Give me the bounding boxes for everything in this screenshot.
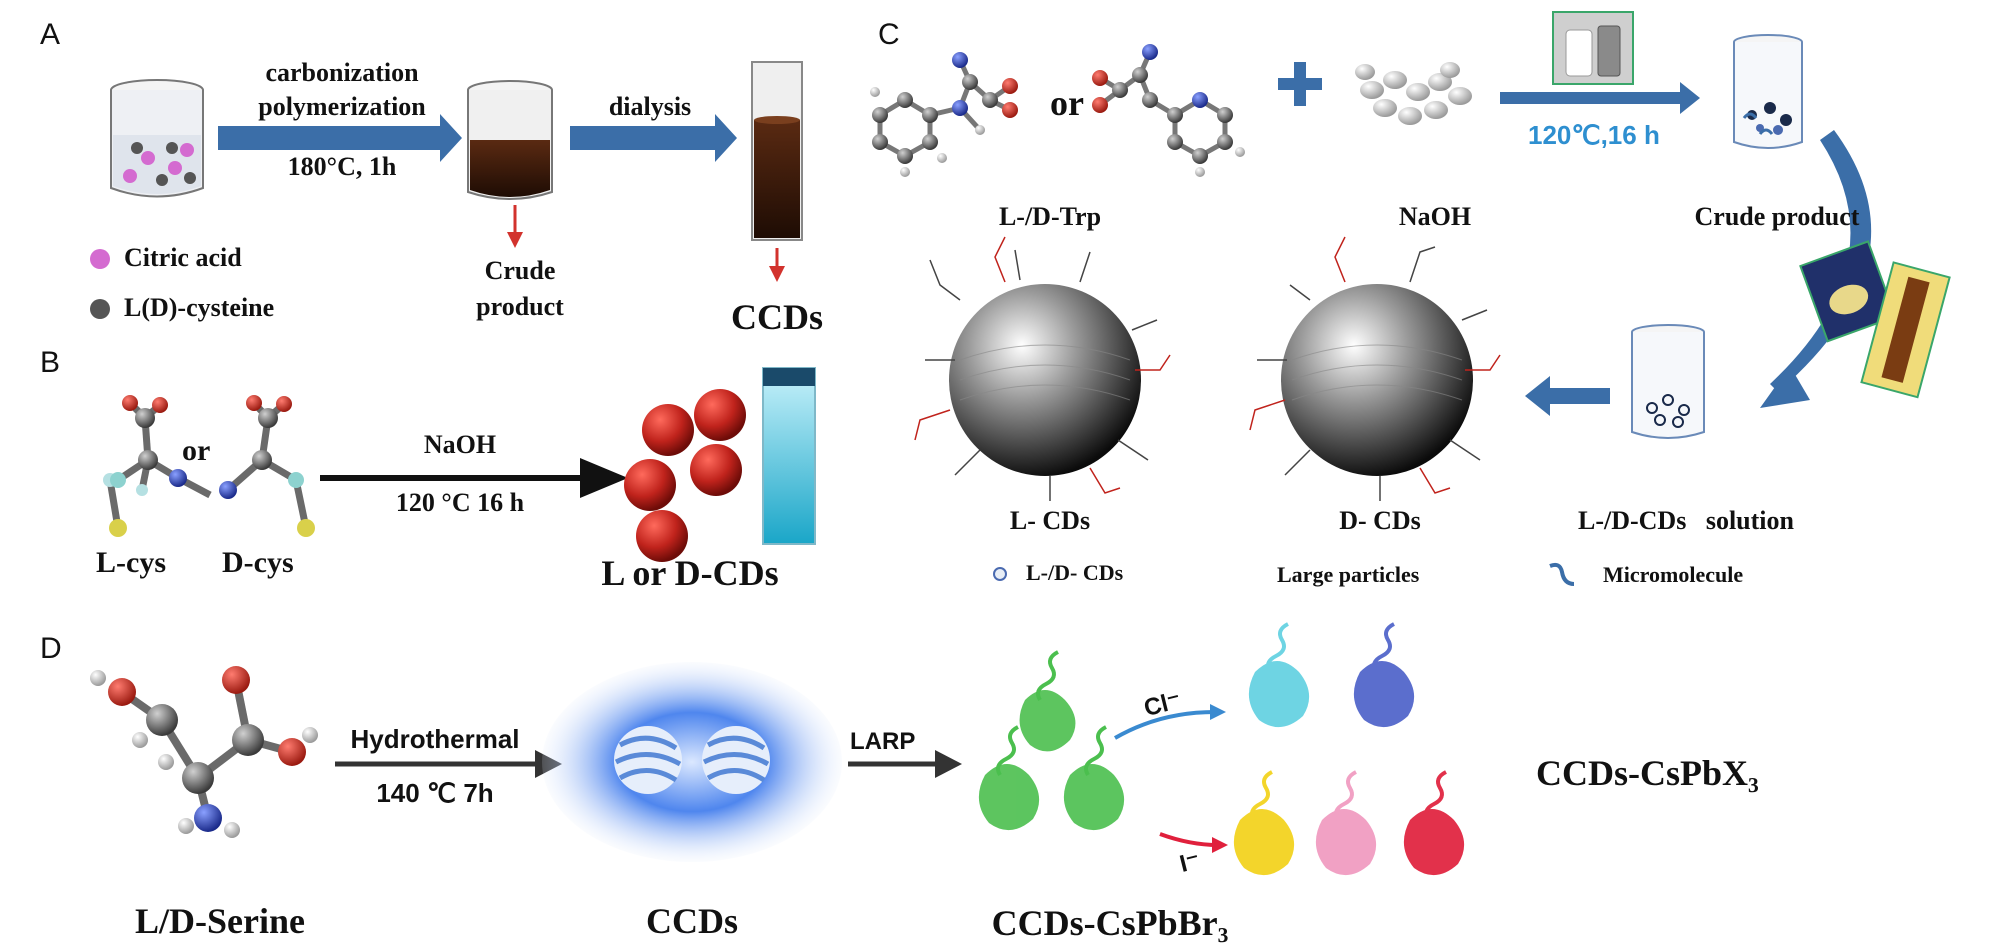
c-legend-micromolecule: Micromolecule <box>1603 562 1744 587</box>
d-step1-conditions: 140 ℃ 7h <box>376 778 494 808</box>
c-legend-cds: L-/D- CDs <box>1026 560 1124 585</box>
a-crude-line1: Crude <box>484 256 556 285</box>
panel-letter-a: A <box>40 18 61 51</box>
a-crude-line2: product <box>476 292 564 321</box>
b-label-dcys: D-cys <box>222 546 294 579</box>
panel-letter-b: B <box>40 346 61 379</box>
c-legend-large-particles: Large particles <box>1277 562 1420 587</box>
b-conditions: 120 °C 16 h <box>395 488 525 517</box>
a-step1-line1: carbonization <box>265 58 419 87</box>
panel-letter-c: C <box>878 18 900 51</box>
panel-d-graphics <box>90 622 1465 876</box>
a-legend-citric-acid: Citric acid <box>124 243 242 272</box>
beaker-reactants <box>110 79 204 198</box>
d-label-ccds: CCDs <box>645 901 738 941</box>
b-label-lcys: L-cys <box>96 546 166 579</box>
d-label-serine: L/D-Serine <box>135 901 305 941</box>
c-label-lcds: L- CDs <box>1009 506 1091 535</box>
c-or: or <box>1050 83 1084 123</box>
panel-c-graphics <box>870 11 1951 586</box>
d-step2-larp: LARP <box>850 728 916 755</box>
c-conditions: 120℃,16 h <box>1528 120 1660 150</box>
panel-letter-d: D <box>40 632 62 665</box>
vial-ccds <box>751 61 803 241</box>
a-step2-dialysis: dialysis <box>608 92 692 121</box>
a-legend-cysteine: L(D)-cysteine <box>124 293 275 322</box>
c-label-solution: L-/D-CDs solution <box>1578 506 1794 535</box>
c-label-naoh: NaOH <box>1398 202 1472 231</box>
panel-b-graphics <box>103 367 816 562</box>
a-product-ccds: CCDs <box>730 297 823 337</box>
beaker-crude <box>467 80 553 200</box>
d-label-cspbbr3: CCDs-CsPbBr₃ <box>991 903 1229 943</box>
arrow-a2 <box>570 114 737 162</box>
d-label-cspbx3: CCDs-CsPbX₃ <box>1536 753 1759 793</box>
c-label-crude: Crude product <box>1694 202 1860 231</box>
d-step1-hydrothermal: Hydrothermal <box>350 724 520 754</box>
b-or: or <box>182 434 211 467</box>
arrow-a1 <box>218 114 462 162</box>
b-reagent-naoh: NaOH <box>423 430 497 459</box>
a-step1-line2: polymerization <box>258 92 426 121</box>
c-label-trp: L-/D-Trp <box>998 202 1102 231</box>
c-label-dcds: D- CDs <box>1339 506 1421 535</box>
panel-a-graphics <box>90 61 803 319</box>
b-product: L or D-CDs <box>601 553 779 593</box>
a-step1-conditions: 180°C, 1h <box>287 152 397 181</box>
